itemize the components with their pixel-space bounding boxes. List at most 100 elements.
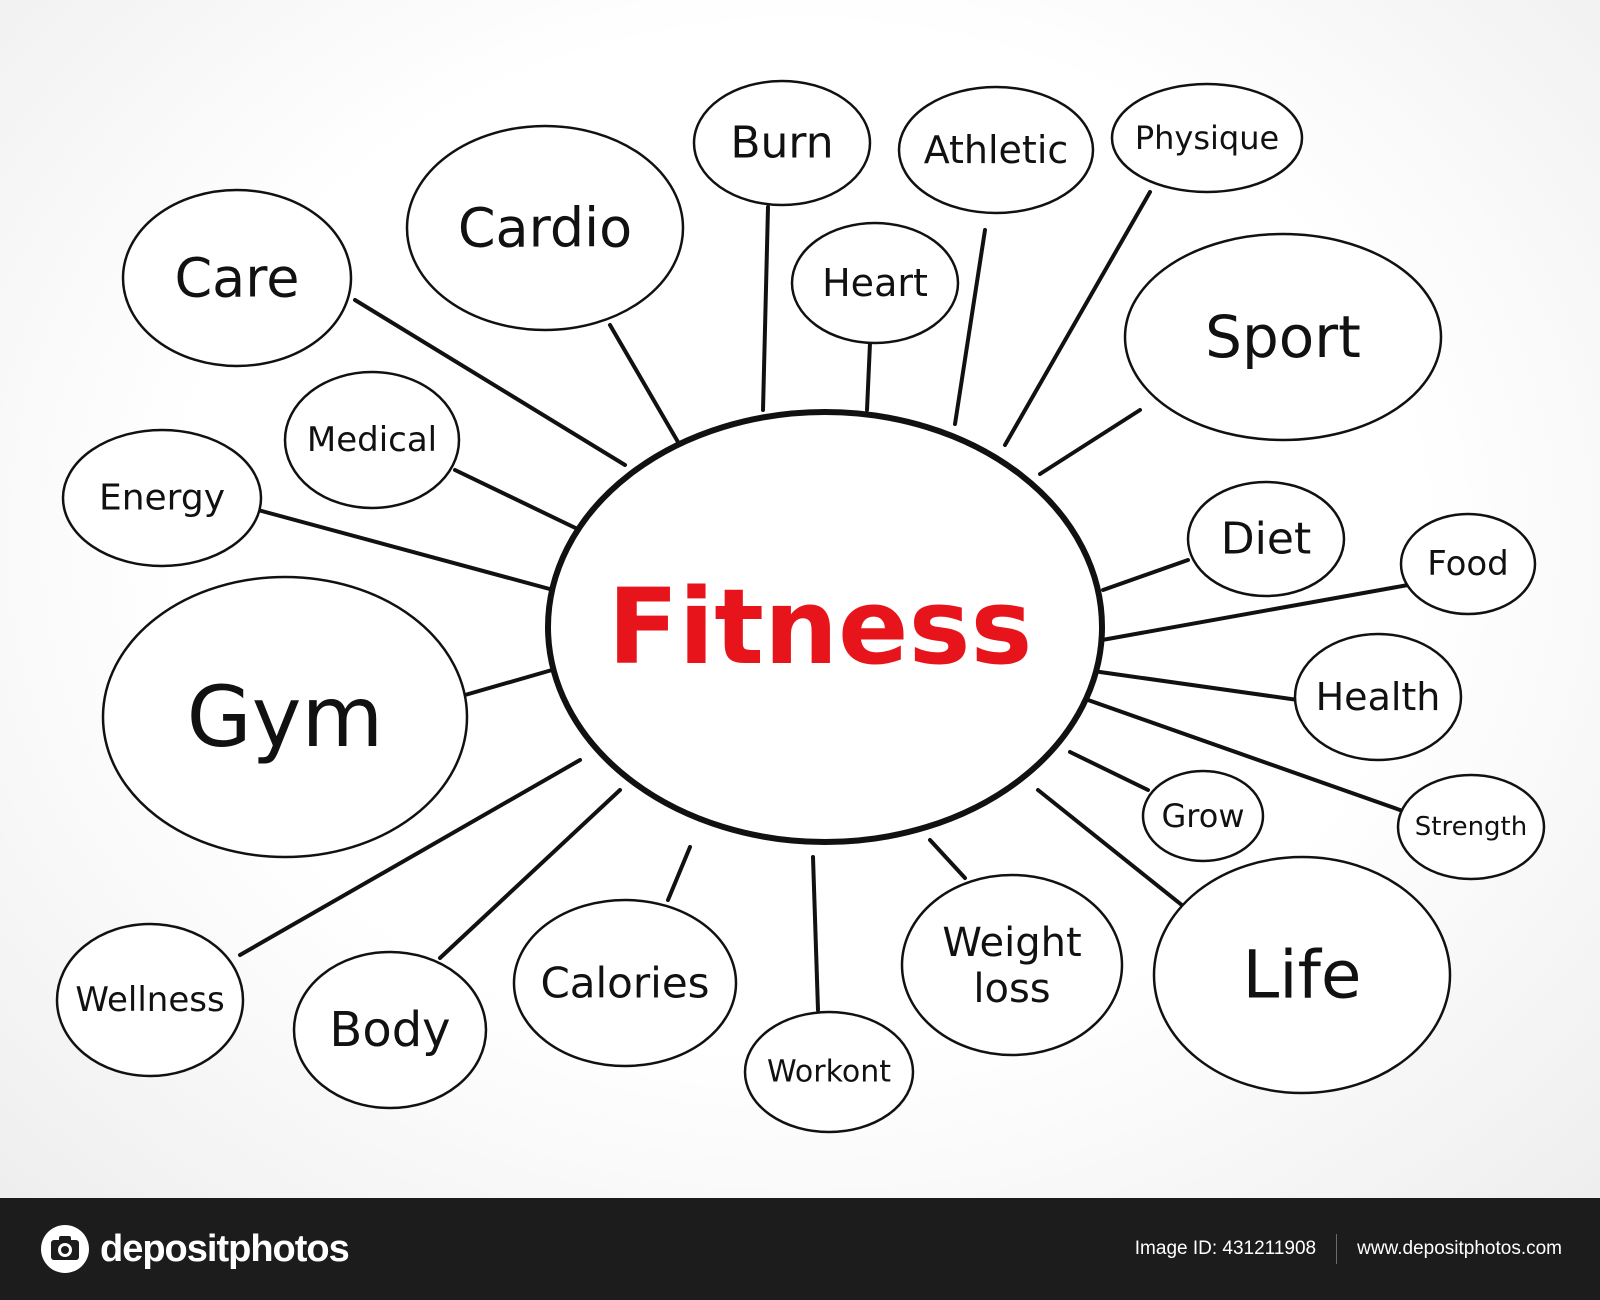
spoke-workout: [811, 855, 820, 1012]
node-calories: Calories: [512, 898, 738, 1068]
site-url-link[interactable]: www.depositphotos.com: [1357, 1238, 1562, 1259]
node-label-health: Health: [1316, 675, 1441, 719]
spoke-medical: [453, 468, 592, 537]
node-bubble-wellness: [55, 922, 245, 1078]
node-label-energy: Energy: [99, 478, 225, 519]
node-label-cardio: Cardio: [458, 197, 632, 260]
node-energy: Energy: [61, 428, 263, 568]
node-life: Life: [1152, 855, 1452, 1095]
spoke-care: [353, 298, 627, 467]
node-label-medical: Medical: [307, 420, 437, 460]
node-bubble-gym: [101, 575, 469, 859]
spokes: [238, 190, 1410, 1012]
nodes: Care Cardio Burn Athletic PhysiqueHeartSport…: [55, 79, 1546, 1134]
spoke-energy: [256, 508, 559, 593]
node-diet: Diet: [1186, 480, 1346, 598]
node-label-physique: Physique: [1135, 119, 1279, 157]
node-bubble-life: [1152, 855, 1452, 1095]
node-bubble-calories: [512, 898, 738, 1068]
node-bubble-body: [292, 950, 488, 1110]
node-food: Food: [1399, 512, 1537, 616]
node-bubble-grow: [1141, 769, 1265, 863]
node-bubble-diet: [1186, 480, 1346, 598]
node-label-grow: Grow: [1162, 797, 1245, 835]
spoke-cardio: [608, 323, 680, 444]
center-bubble: [545, 409, 1105, 845]
spoke-grow: [1068, 750, 1150, 792]
node-body: Body: [292, 950, 488, 1110]
image-id-text: Image ID: 431211908: [1134, 1238, 1317, 1259]
spoke-food: [1100, 583, 1410, 642]
node-physique: Physique: [1110, 82, 1304, 194]
center-label: Fitness: [608, 566, 1033, 688]
footer-divider: [1336, 1234, 1338, 1264]
node-bubble-energy: [61, 428, 263, 568]
fitness-mind-map: Care Cardio Burn Athletic PhysiqueHeartSport…: [55, 79, 1546, 1134]
node-grow: Grow: [1141, 769, 1265, 863]
node-label-strength: Strength: [1415, 812, 1527, 842]
node-care: Care: [121, 188, 353, 368]
node-bubble-health: [1293, 632, 1463, 762]
spoke-sport: [1038, 408, 1142, 476]
node-label-workout: Workont: [767, 1055, 891, 1090]
center-node: Fitness: [545, 409, 1105, 845]
spoke-physique: [1003, 190, 1152, 447]
stock-footer-bar: depositphotos Image ID: 431211908 www.de…: [0, 1198, 1600, 1300]
node-label-food: Food: [1427, 544, 1509, 584]
brand-logo[interactable]: depositphotos: [40, 1224, 350, 1274]
spoke-diet: [1101, 558, 1190, 592]
node-label-weight-loss-line1: Weight: [942, 920, 1081, 966]
brand-name: depositphotos: [100, 1227, 350, 1270]
node-bubble-cardio: [405, 124, 685, 332]
node-cardio: Cardio: [405, 124, 685, 332]
node-label-calories: Calories: [540, 959, 709, 1008]
node-label-athletic: Athletic: [924, 128, 1069, 172]
spoke-calories: [666, 845, 692, 902]
node-strength: Strength: [1396, 773, 1546, 881]
node-label-wellness: Wellness: [75, 980, 224, 1020]
node-burn: Burn: [692, 79, 872, 207]
node-bubble-weight-loss: [900, 873, 1124, 1057]
node-label-life: Life: [1243, 937, 1362, 1014]
spoke-health: [1098, 670, 1300, 702]
spoke-strength: [1086, 698, 1402, 812]
node-sport: Sport: [1123, 232, 1443, 442]
node-workout: Workont: [743, 1010, 915, 1134]
spoke-body: [438, 788, 622, 960]
node-gym: Gym: [101, 575, 469, 859]
node-label-weight-loss-line2: loss: [973, 966, 1050, 1012]
node-label-sport: Sport: [1205, 303, 1361, 371]
node-athletic: Athletic: [897, 85, 1095, 215]
spoke-burn: [761, 205, 770, 412]
node-bubble-medical: [283, 370, 461, 510]
node-bubble-physique: [1110, 82, 1304, 194]
spoke-athletic: [953, 228, 987, 426]
node-bubble-sport: [1123, 232, 1443, 442]
node-bubble-care: [121, 188, 353, 368]
node-bubble-burn: [692, 79, 872, 207]
spoke-gym: [463, 668, 554, 697]
node-bubble-food: [1399, 512, 1537, 616]
spoke-heart: [865, 341, 872, 412]
node-label-heart: Heart: [822, 261, 928, 305]
spoke-weight-loss: [928, 838, 967, 880]
node-wellness: Wellness: [55, 922, 245, 1078]
node-health: Health: [1293, 632, 1463, 762]
node-bubble-workout: [743, 1010, 915, 1134]
node-label-body: Body: [329, 1002, 450, 1058]
node-bubble-heart: [790, 221, 960, 345]
node-bubble-strength: [1396, 773, 1546, 881]
node-label-diet: Diet: [1221, 514, 1311, 565]
spoke-wellness: [238, 758, 582, 957]
node-bubble-athletic: [897, 85, 1095, 215]
camera-logo-icon: [41, 1225, 89, 1273]
node-label-burn: Burn: [730, 118, 833, 169]
image-info: Image ID: 431211908 www.depositphotos.co…: [1135, 1234, 1562, 1264]
node-heart: Heart: [790, 221, 960, 345]
spoke-life: [1036, 788, 1190, 912]
node-label-care: Care: [174, 247, 299, 310]
node-medical: Medical: [283, 370, 461, 510]
